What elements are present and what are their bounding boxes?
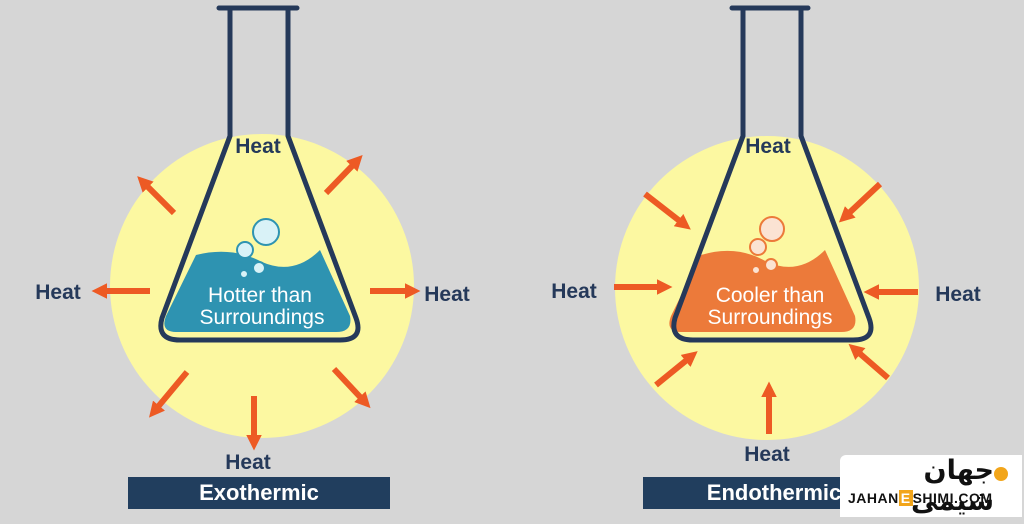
endo-arrow-lower-left bbox=[654, 351, 698, 388]
endo-heat-top: Heat bbox=[745, 135, 791, 158]
exothermic-arrows bbox=[91, 155, 421, 451]
watermark-latin-post: SHIMI.COM bbox=[912, 490, 993, 506]
exothermic-flask bbox=[158, 5, 361, 343]
endothermic-bubbles bbox=[749, 216, 785, 275]
watermark-latin-e: E bbox=[898, 490, 913, 506]
endothermic-flask bbox=[671, 5, 874, 343]
exo-arrow-lower-right bbox=[331, 366, 371, 409]
endo-heat-bottom: Heat bbox=[744, 443, 790, 466]
endo-arrow-upper-left bbox=[643, 191, 691, 230]
watermark-dot-icon bbox=[994, 467, 1008, 481]
endo-arrow-lower-right bbox=[848, 343, 890, 381]
endo-heat-left: Heat bbox=[551, 280, 597, 303]
watermark-arabic-text: جهان شیمی bbox=[911, 455, 994, 517]
endothermic-liquid-line2: Surroundings bbox=[708, 306, 833, 329]
exo-heat-right: Heat bbox=[424, 283, 470, 306]
exo-arrow-upper-right bbox=[323, 155, 363, 196]
endothermic-panel: Cooler than Surroundings Heat Heat Heat … bbox=[551, 5, 981, 466]
endothermic-arrows bbox=[614, 181, 918, 434]
exo-arrow-lower-left bbox=[149, 370, 190, 418]
watermark-latin-pre: JAHAN bbox=[848, 490, 899, 506]
endothermic-liquid-line1: Cooler than bbox=[716, 284, 825, 307]
exothermic-panel: Hotter than Surroundings Heat Heat Heat … bbox=[35, 5, 470, 474]
exothermic-bubbles bbox=[236, 218, 280, 279]
endo-arrow-upper-right bbox=[838, 181, 883, 223]
exothermic-banner: Exothermic bbox=[128, 477, 390, 509]
exo-heat-top: Heat bbox=[235, 135, 281, 158]
exo-arrow-upper-left bbox=[137, 176, 177, 216]
exo-heat-bottom: Heat bbox=[225, 451, 271, 474]
exo-heat-left: Heat bbox=[35, 281, 81, 304]
endothermic-liquid bbox=[669, 250, 856, 332]
exothermic-liquid bbox=[164, 250, 351, 332]
endo-heat-right: Heat bbox=[935, 283, 981, 306]
exothermic-liquid-line1: Hotter than bbox=[208, 284, 312, 307]
exothermic-liquid-line2: Surroundings bbox=[200, 306, 325, 329]
